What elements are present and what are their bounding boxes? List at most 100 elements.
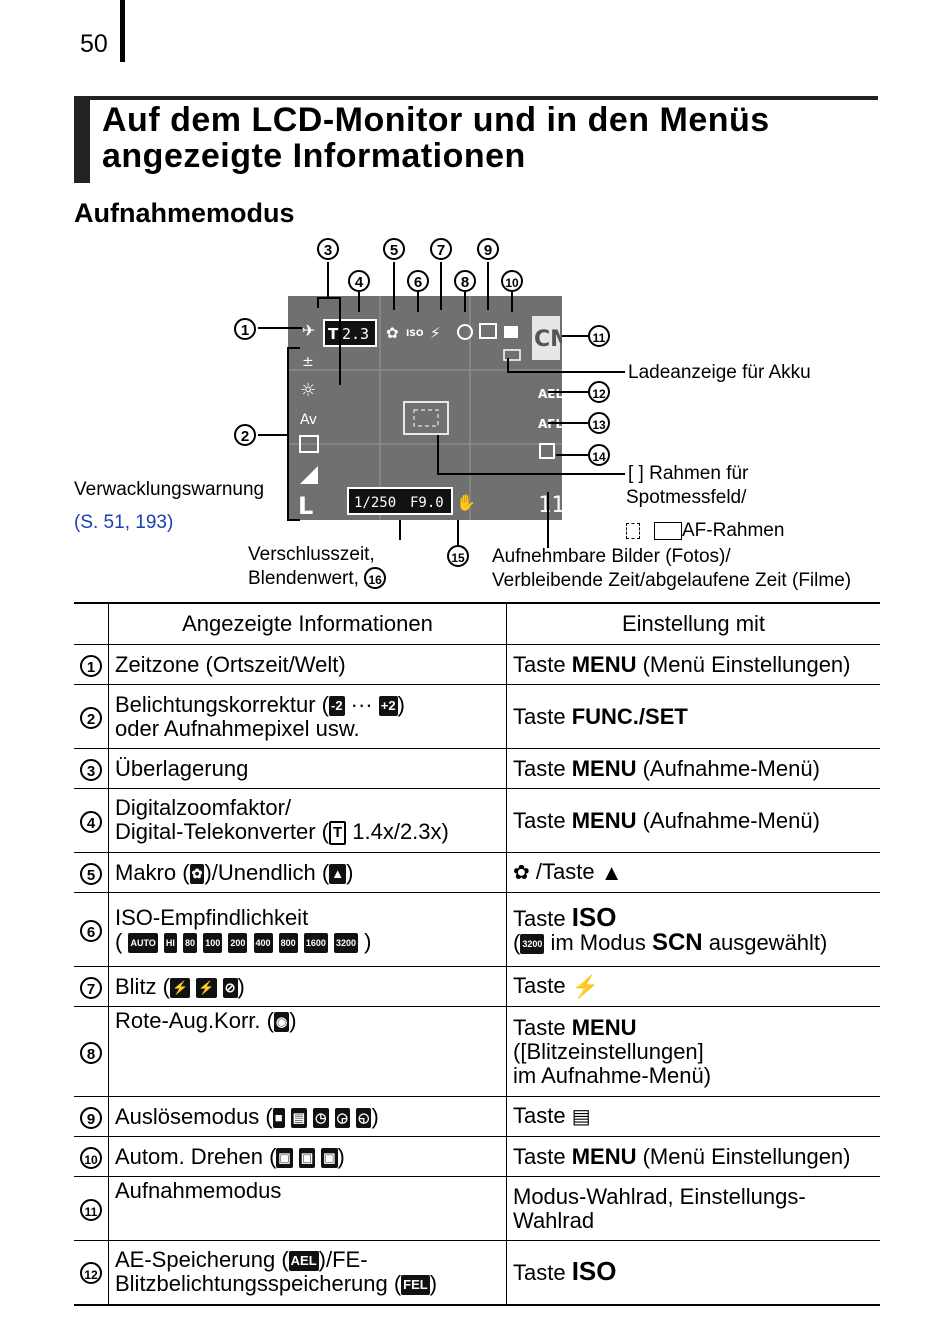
lcd-shutter-value: 1/250 [354, 495, 396, 511]
drive-single-icon [479, 323, 497, 339]
shake-ref-link[interactable]: (S. 51, 193) [74, 512, 174, 533]
label-shake: Verwacklungswarnung [74, 479, 265, 500]
title-rule [90, 96, 878, 100]
left-column-icons: ± ☼ Av L [298, 354, 319, 520]
label-shots-line-1: Aufnehmbare Bilder (Fotos)/ [492, 546, 731, 567]
tele-converter-icon: T [328, 325, 339, 343]
row-info: Autom. Drehen (▣ ▣ ▣) [108, 1136, 507, 1177]
row-num-11: 11 [80, 1198, 102, 1221]
table-header-num [74, 602, 109, 645]
white-balance-icon: ☼ [300, 380, 316, 401]
iso-button-icon: ISO [571, 1256, 617, 1287]
row-num-5: 5 [80, 862, 102, 885]
row-setting: ✿ /Taste ▲ [506, 852, 880, 893]
self-timer-custom-icon: ◵ [356, 1107, 372, 1128]
table-row: 7 Blitz (⚡ ⚡ ⊘) Taste ⚡ [74, 966, 880, 1007]
row-setting: Taste MENU (Menü Einstellungen) [506, 644, 880, 685]
row-num-3: 3 [80, 758, 102, 781]
row-num-1: 1 [80, 654, 102, 677]
table-header-row: Angezeigte Informationen Einstellung mit [74, 602, 880, 645]
callout-16: 16 [364, 567, 387, 589]
lcd-shots-value: 11 [538, 493, 562, 518]
fe-lock-icon: FEL [401, 1275, 430, 1296]
callout-3: 3 [317, 238, 339, 260]
flash-button-icon: ⚡ [571, 974, 600, 1000]
callout-5: 5 [383, 238, 405, 260]
page-title-line-1: Auf dem LCD-Monitor und in den Menüs [102, 101, 770, 139]
red-eye-icon: ◉ [273, 1012, 290, 1033]
iso-auto-icon: ISO [406, 329, 424, 339]
iso-3200-icon: 3200 [333, 932, 358, 953]
callout-10: 10 [501, 270, 523, 292]
camera-shake-icon: ✋ [456, 493, 476, 512]
row-num-6: 6 [80, 919, 102, 942]
label-spot-line-2: Spotmessfeld/ [626, 487, 747, 508]
callout-8: 8 [454, 270, 476, 292]
callout-14: 14 [588, 444, 610, 466]
scn-mode-icon: SCN [651, 928, 703, 956]
row-setting: Taste MENU (Aufnahme-Menü) [506, 788, 880, 853]
compression-icon [300, 466, 318, 484]
af-frame-icon [654, 521, 682, 540]
row-info: Rote-Aug.Korr. (◉) [108, 1006, 507, 1097]
rotate-normal-icon: ▣ [276, 1147, 293, 1168]
zoom-box [323, 319, 377, 347]
label-shutter-text: Blendenwert, [248, 568, 359, 589]
table-row: 12 AE-Speicherung (AEL)/FE-Blitzbelichtu… [74, 1240, 880, 1306]
mode-cm-label: CM [534, 327, 562, 352]
label-shutter-line-2: Blendenwert, 16 [248, 567, 387, 590]
exposure-plus-icon: +2 [378, 695, 398, 716]
row-setting: Taste MENU (Aufnahme-Menü) [506, 748, 880, 789]
iso-100-icon: 100 [203, 932, 223, 953]
callout-lines [258, 262, 625, 548]
row-setting: Taste MENU (Menü Einstellungen) [506, 1136, 880, 1177]
exposure-box [347, 487, 453, 515]
iso-3200-icon: 3200 [520, 933, 545, 954]
info-table: Angezeigte Informationen Einstellung mit… [74, 602, 880, 1306]
row-num-4: 4 [80, 810, 102, 833]
table-row: 4 Digitalzoomfaktor/Digital-Telekonverte… [74, 788, 880, 853]
row-info: Blitz (⚡ ⚡ ⊘) [108, 966, 507, 1007]
row-setting: Taste ISO [506, 1240, 880, 1306]
row-info: Zeitzone (Ortszeit/Welt) [108, 644, 507, 685]
iso-800-icon: 800 [278, 932, 298, 953]
battery-icon [503, 349, 521, 361]
label-af-text: AF-Rahmen [682, 520, 785, 541]
callout-13: 13 [588, 412, 610, 434]
row-setting: Taste FUNC./SET [506, 684, 880, 749]
row-info: Belichtungskorrektur (-2 ··· +2)oder Auf… [108, 684, 507, 749]
row-num-9: 9 [80, 1106, 102, 1129]
page-number-bar [120, 0, 125, 62]
iso-button-icon: ISO [571, 901, 617, 932]
row-info: Digitalzoomfaktor/Digital-Telekonverter … [108, 788, 507, 853]
row-setting: Taste MENU([Blitzeinstellungen]im Aufnah… [506, 1006, 880, 1097]
table-row: 11 Aufnahmemodus Modus-Wahlrad, Einstell… [74, 1176, 880, 1241]
self-timer-10-icon: ◷ [313, 1107, 329, 1128]
row-num-10: 10 [80, 1146, 102, 1169]
table-row: 9 Auslösemodus (■ ▤ ◷ ◶ ◵) Taste ▤ [74, 1096, 880, 1137]
row-setting: Taste ⚡ [506, 966, 880, 1007]
label-af-frame: AF-Rahmen [626, 519, 784, 542]
label-shutter-line-1: Verschlusszeit, [248, 544, 375, 565]
iso-80-icon: 80 [183, 932, 198, 953]
label-battery: Ladeanzeige für Akku [628, 362, 811, 383]
row-info: AE-Speicherung (AEL)/FE-Blitzbelichtungs… [108, 1240, 507, 1306]
row-num-2: 2 [80, 706, 102, 729]
resolution-icon: L [298, 492, 313, 520]
callout-2: 2 [234, 424, 256, 446]
iso-1600-icon: 1600 [303, 932, 328, 953]
table-row: 5 Makro (✿)/Unendlich (▲) ✿ /Taste ▲ [74, 852, 880, 893]
infinity-icon: ▲ [329, 863, 347, 884]
self-timer-2-icon: ◶ [334, 1107, 350, 1128]
lcd-screen: ✈ T 2.3 ✿ ISO ⚡ CM AEL AFL ± ☼ Av L 1/25… [288, 296, 562, 520]
infinity-button-icon: ▲ [600, 860, 623, 886]
flash-auto-icon: ⚡ [430, 324, 441, 342]
iso-auto-icon: AUTO [128, 932, 158, 953]
macro-button-icon: ✿ [513, 862, 530, 885]
table-row: 3 Überlagerung Taste MENU (Aufnahme-Menü… [74, 748, 880, 789]
auto-rotate-icon [504, 326, 518, 338]
table-header-info: Angezeigte Informationen [108, 602, 507, 645]
macro-icon: ✿ [189, 863, 205, 884]
table-row: 8 Rote-Aug.Korr. (◉) Taste MENU([Blitzei… [74, 1006, 880, 1097]
row-num-7: 7 [80, 976, 102, 999]
